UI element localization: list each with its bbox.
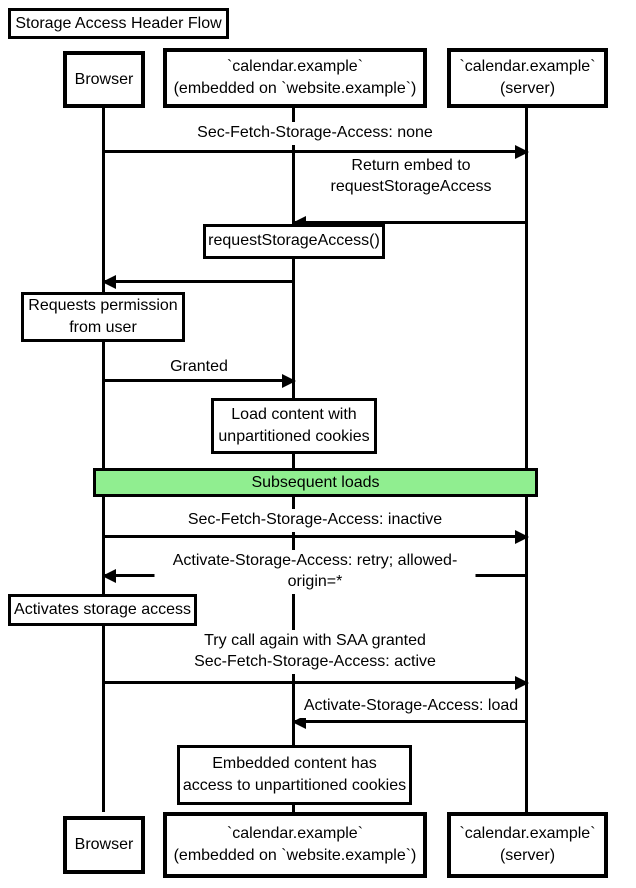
diagram-title-text: Storage Access Header Flow (15, 14, 222, 32)
message-granted: Granted (166, 356, 232, 379)
message-request-storage-access-call: requestStorageAccess() (203, 224, 385, 259)
message-return-embed: Return embed to requestStorageAccess (326, 155, 496, 199)
arrow-browser-to-server-inactive (104, 535, 527, 538)
diagram-title: Storage Access Header Flow (8, 8, 229, 39)
arrow-server-to-embedded-return-embed (294, 221, 527, 224)
note-load-content: Load content with unpartitioned cookies (211, 398, 377, 454)
participant-browser-label: Browser (74, 836, 134, 854)
message-sec-fetch-storage-access-inactive: Sec-Fetch-Storage-Access: inactive (183, 509, 447, 532)
participant-embedded-label: `calendar.example` (embedded on `website… (173, 825, 417, 864)
message-request-storage-access-label: requestStorageAccess() (208, 232, 380, 250)
lifeline-browser (102, 108, 105, 812)
participant-server-bottom: `calendar.example` (server) (447, 812, 608, 878)
participant-embedded-bottom: `calendar.example` (embedded on `website… (163, 812, 427, 878)
arrow-browser-to-embedded-granted (104, 379, 294, 382)
message-activate-storage-access-retry: Activate-Storage-Access: retry; allowed-… (154, 550, 476, 594)
message-sec-fetch-storage-access-none: Sec-Fetch-Storage-Access: none (193, 122, 437, 145)
arrow-browser-to-server-none (104, 150, 527, 153)
participant-server-top: `calendar.example` (server) (447, 48, 608, 108)
note-requests-permission: Requests permission from user (21, 292, 185, 342)
participant-browser-label: Browser (74, 70, 134, 88)
participant-server-label: `calendar.example` (server) (459, 825, 596, 864)
participant-server-label: `calendar.example` (server) (459, 58, 596, 97)
note-embedded-content-access: Embedded content has access to unpartiti… (177, 745, 412, 805)
arrow-browser-to-server-active (104, 681, 527, 684)
participant-embedded-top: `calendar.example` (embedded on `website… (163, 48, 427, 108)
lifeline-embedded (292, 108, 295, 812)
participant-embedded-label: `calendar.example` (embedded on `website… (173, 58, 417, 97)
arrow-server-to-embedded-load (294, 720, 527, 723)
section-divider-subsequent-loads: Subsequent loads (93, 468, 538, 497)
lifeline-server (525, 108, 528, 812)
note-embedded-content-access-label: Embedded content has access to unpartiti… (182, 754, 407, 794)
note-activates-storage-access: Activates storage access (8, 594, 197, 626)
note-load-content-label: Load content with unpartitioned cookies (218, 405, 370, 445)
message-try-call-again: Try call again with SAA granted Sec-Fetc… (190, 630, 440, 674)
participant-browser-top: Browser (63, 51, 145, 108)
arrow-embedded-to-browser-request-storage-access (104, 280, 294, 283)
section-divider-label: Subsequent loads (251, 473, 380, 491)
note-requests-permission-label: Requests permission from user (28, 296, 178, 336)
message-activate-storage-access-load: Activate-Storage-Access: load (299, 695, 523, 718)
note-activates-storage-access-label: Activates storage access (14, 600, 191, 618)
participant-browser-bottom: Browser (63, 816, 145, 874)
